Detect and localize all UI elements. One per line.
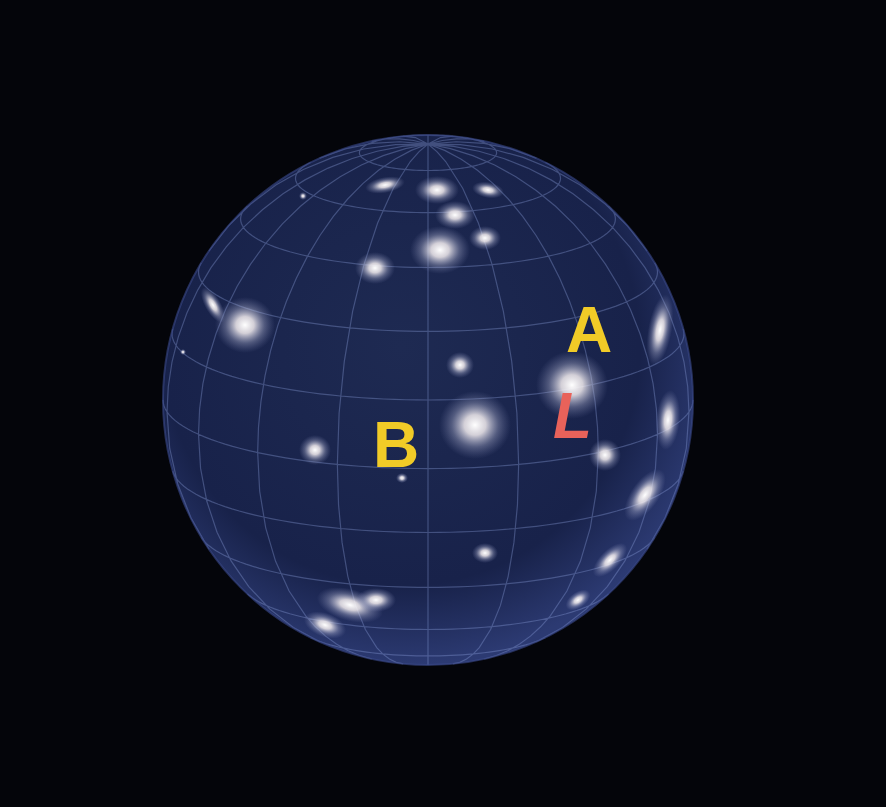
galaxy [435, 201, 475, 229]
galaxy [410, 226, 470, 274]
galaxy [472, 543, 498, 563]
galaxy [300, 606, 350, 644]
galaxy [355, 252, 395, 284]
galaxy [642, 292, 678, 367]
galaxy [471, 179, 505, 200]
galaxy [653, 389, 682, 451]
sphere-rim [163, 135, 693, 665]
distance-label: L [553, 384, 592, 448]
galaxy [364, 174, 406, 197]
galaxy [180, 349, 186, 355]
universe-sphere [163, 135, 693, 665]
galaxies [180, 174, 683, 644]
galaxy [415, 176, 459, 204]
graticule [163, 135, 693, 665]
galaxy [446, 352, 474, 378]
galaxy [215, 297, 275, 353]
point-label: A [566, 298, 612, 362]
galaxy [469, 226, 501, 250]
galaxy [356, 588, 396, 612]
point-label: B [373, 413, 419, 477]
galaxy [439, 391, 511, 459]
galaxy [299, 192, 307, 200]
galaxy [196, 284, 230, 327]
galaxy [589, 439, 621, 471]
galaxy [299, 435, 331, 465]
